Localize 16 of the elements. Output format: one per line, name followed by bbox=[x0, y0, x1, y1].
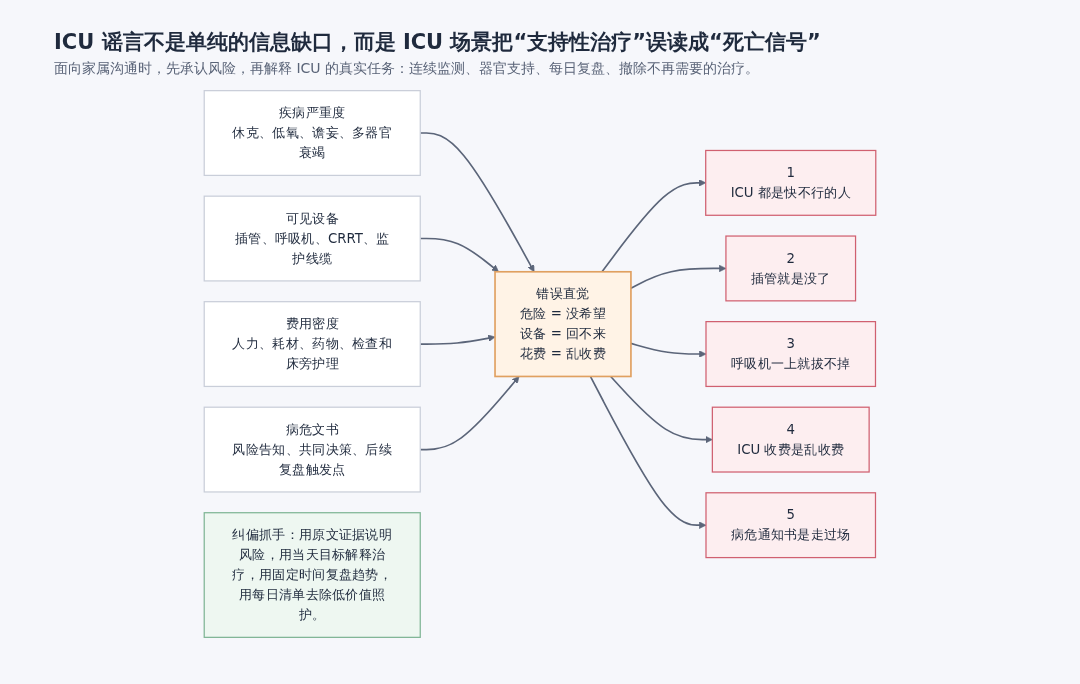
node-box: 5 病危通知书是走过场 bbox=[705, 492, 877, 559]
node-box: 纠偏抓手：用原文证据说明风险，用当天目标解释治疗，用固定时间复盘趋势，用每日清单去除低价值照护。 bbox=[203, 512, 421, 638]
node-box: 病危文书 风险告知、共同决策、后续复盘触发点 bbox=[203, 406, 421, 493]
node-box: 4 ICU 收费是乱收费 bbox=[711, 406, 870, 473]
node-box: 2 插管就是没了 bbox=[725, 235, 857, 302]
node-box: 错误直觉 危险 = 没希望 设备 = 回不来 花费 = 乱收费 bbox=[494, 270, 632, 378]
title: ICU 谣言不是单纯的信息缺口，而是 ICU 场景把“支持性治疗”误读成“死亡信号” bbox=[54, 29, 822, 56]
node-box: 疾病严重度 休克、低氧、谵妄、多器官衰竭 bbox=[203, 90, 421, 176]
arrow bbox=[609, 375, 713, 444]
node-box: 3 呼吸机一上就拔不掉 bbox=[705, 321, 877, 388]
arrow bbox=[630, 342, 707, 358]
subtitle: 面向家属沟通时，先承认风险，再解释 ICU 的真实任务：连续监测、器官支持、每日复盘、撤除不再需要的治疗。 bbox=[54, 60, 761, 78]
arrow bbox=[589, 375, 707, 529]
node-box: 1 ICU 都是快不行的人 bbox=[705, 149, 877, 216]
node-box: 费用密度 人力、耗材、药物、检查和床旁护理 bbox=[203, 301, 421, 388]
node-box: 可见设备 插管、呼吸机、CRRT、监护线缆 bbox=[203, 195, 421, 282]
